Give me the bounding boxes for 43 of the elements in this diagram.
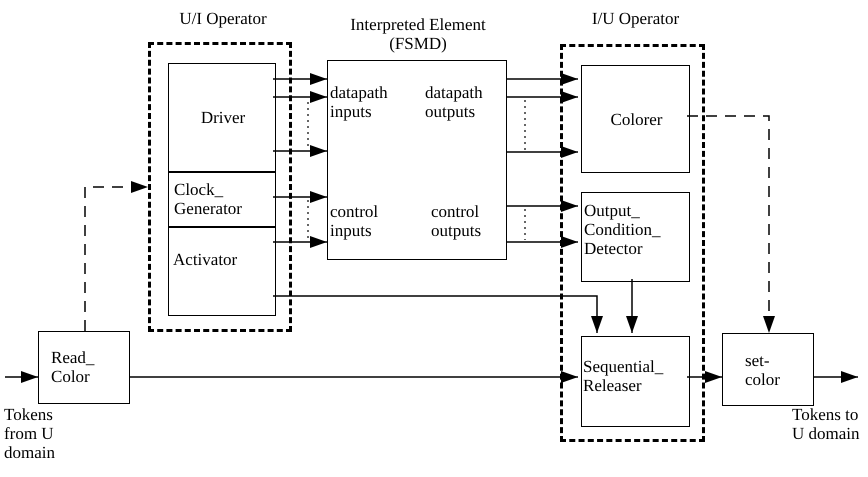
arrow [626,279,638,333]
dashed-arrow [687,115,775,333]
group-title: U/I Operator [178,9,268,28]
process-box [168,63,276,172]
node-label: Activator [173,250,238,269]
node-label: Read_ Color [51,348,96,386]
io-label: Tokens from U domain [4,405,56,462]
process-box [38,331,130,404]
arrow [507,73,578,85]
arrow [273,295,603,333]
arrow [507,146,578,158]
process-box [581,336,690,427]
node-label: Clock_ Generator [174,180,243,218]
process-box [581,65,690,173]
node-label: set- color [745,351,781,389]
process-box [722,333,814,406]
arrow [273,145,327,157]
arrow [814,371,858,383]
arrow [5,371,38,383]
dashed-arrow [84,181,148,331]
arrow [273,73,327,85]
node-label: Colorer [610,110,664,129]
port-label: control outputs [431,202,482,240]
arrow [273,191,327,203]
process-box [168,172,276,227]
port-label: datapath outputs [425,83,484,121]
node-label: Driver [200,108,246,127]
node-label: Output_ Condition_ Detector [584,201,662,258]
arrow [273,91,327,103]
arrow [507,91,578,103]
process-box [581,192,690,282]
arrow [507,236,578,248]
group-title: I/U Operator [590,9,680,28]
node-label: Sequential_ Releaser [583,357,664,395]
arrow [130,371,578,383]
io-label: Tokens to U domain [792,405,861,443]
arrow [273,236,327,248]
arrow [687,371,722,383]
port-label: datapath inputs [330,83,389,121]
process-box [168,227,276,316]
arrow [507,200,578,212]
element-title: Interpreted Element (FSMD) [349,15,487,53]
port-label: control inputs [330,202,380,240]
